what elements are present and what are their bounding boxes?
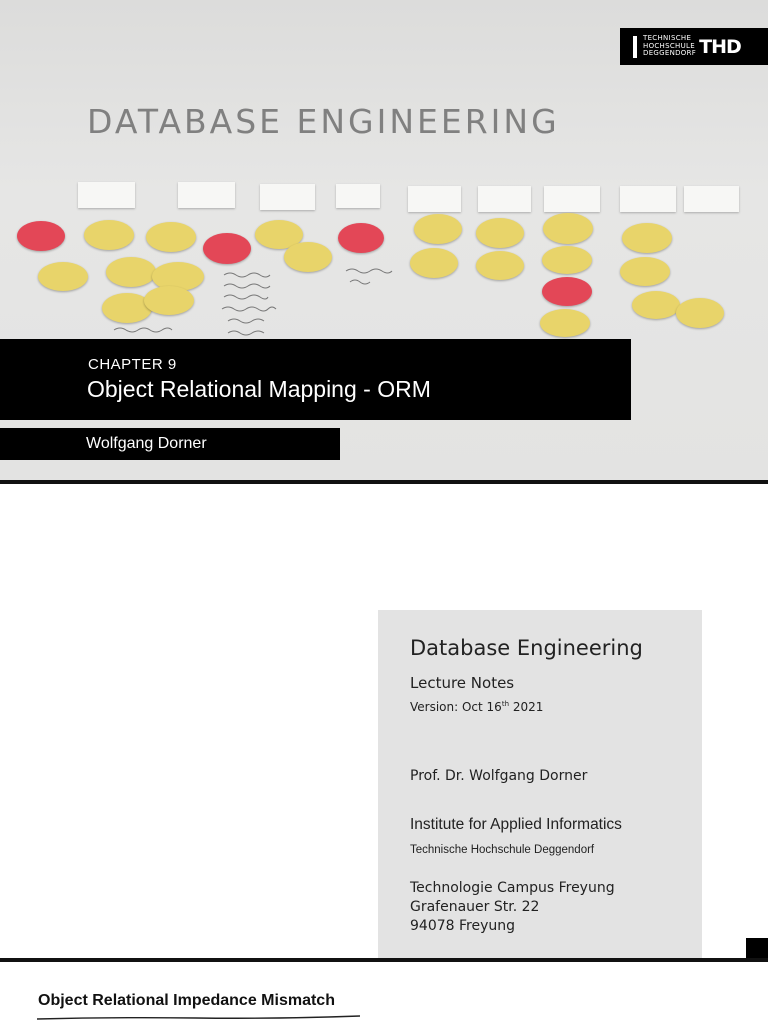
title-slide: TECHNISCHE HOCHSCHULE DEGGENDORF THD DAT…	[0, 0, 768, 480]
course-title: DATABASE ENGINEERING	[87, 102, 560, 141]
sticky-note	[476, 218, 524, 248]
chapter-number: CHAPTER 9	[88, 356, 177, 373]
sticky-note	[284, 242, 332, 272]
address-line-2: Grafenauer Str. 22	[410, 899, 540, 915]
sticky-note	[542, 277, 592, 306]
sticky-note	[632, 291, 680, 319]
version-prefix: Version: Oct 16	[410, 700, 502, 714]
address-line-1: Technologie Campus Freyung	[410, 880, 615, 896]
sticky-note	[543, 213, 593, 244]
header-card	[478, 186, 531, 212]
whiteboard-photo	[0, 170, 768, 345]
chapter-banner	[0, 339, 631, 420]
slide-divider	[0, 480, 768, 484]
sticky-note	[146, 222, 196, 252]
address-line-3: 94078 Freyung	[410, 918, 515, 934]
lecture-info-panel: Database Engineering Lecture Notes Versi…	[378, 610, 702, 958]
sticky-note	[17, 221, 65, 251]
slide-divider	[0, 958, 768, 962]
header-card	[684, 186, 739, 212]
lecture-version: Version: Oct 16th 2021	[410, 700, 543, 714]
author-banner	[0, 428, 340, 460]
version-year: 2021	[509, 700, 544, 714]
heading-underline	[36, 1015, 361, 1020]
slide-heading: Object Relational Impedance Mismatch	[38, 992, 335, 1009]
chapter-title: Object Relational Mapping - ORM	[87, 376, 431, 402]
sticky-note	[144, 286, 194, 315]
sticky-note	[106, 257, 156, 287]
sticky-note	[410, 248, 458, 278]
sticky-note	[338, 223, 384, 253]
logo-line-3: DEGGENDORF	[643, 49, 697, 58]
logo-line-1: TECHNISCHE	[643, 34, 692, 43]
logo-bar-icon	[633, 35, 637, 58]
corner-marker	[746, 938, 768, 958]
lecture-subtitle: Lecture Notes	[410, 674, 515, 692]
handwriting-strokes	[113, 268, 393, 336]
sticky-note	[203, 233, 251, 264]
institute-name: Institute for Applied Informatics	[410, 816, 622, 833]
lecture-title: Database Engineering	[410, 636, 643, 660]
sticky-note	[38, 262, 88, 291]
university-name: Technische Hochschule Deggendorf	[410, 844, 595, 856]
campus-address: Technologie Campus Freyung Grafenauer St…	[410, 879, 615, 936]
header-card	[408, 186, 461, 212]
header-card	[620, 186, 676, 212]
professor-name: Prof. Dr. Wolfgang Dorner	[410, 768, 588, 784]
sticky-note	[542, 246, 592, 274]
sticky-note	[414, 214, 462, 244]
sticky-note	[676, 298, 724, 328]
logo-mark: THD	[699, 35, 742, 58]
version-ordinal: th	[501, 700, 510, 708]
sticky-note	[540, 309, 590, 337]
author-name: Wolfgang Dorner	[86, 435, 207, 452]
sticky-note	[476, 251, 524, 280]
header-card	[78, 182, 135, 208]
logo-wordmark: TECHNISCHE HOCHSCHULE DEGGENDORF	[643, 35, 696, 58]
sticky-note	[102, 293, 152, 323]
header-card	[544, 186, 600, 212]
thd-logo: TECHNISCHE HOCHSCHULE DEGGENDORF THD	[620, 28, 768, 65]
sticky-note	[620, 257, 670, 286]
sticky-note	[622, 223, 672, 253]
logo-line-2: HOCHSCHULE	[643, 41, 695, 50]
header-card	[336, 184, 380, 208]
header-card	[260, 184, 315, 210]
sticky-note	[84, 220, 134, 250]
header-card	[178, 182, 235, 208]
